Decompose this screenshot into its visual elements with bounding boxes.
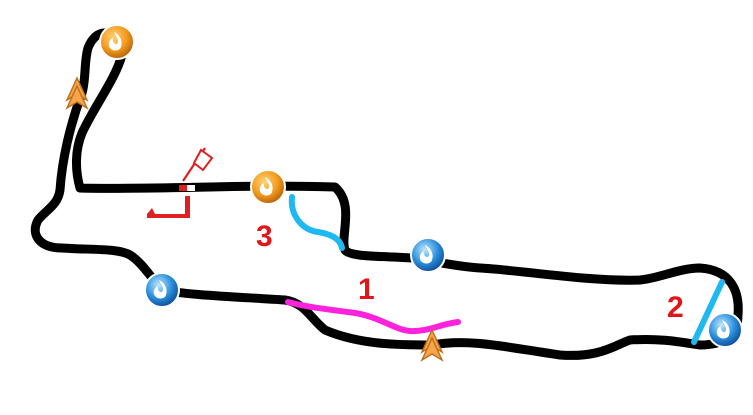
boost-orb-orange-icon xyxy=(250,169,286,205)
sector-label-2: 2 xyxy=(667,291,684,324)
direction-arrow-icon xyxy=(65,76,89,110)
boost-orb-blue-icon xyxy=(707,312,743,348)
sector-label-3: 3 xyxy=(256,220,273,253)
sector-label-1: 1 xyxy=(358,273,375,306)
boost-orb-orange-icon xyxy=(99,24,135,60)
boost-orb-blue-icon xyxy=(144,272,180,308)
shortcut-cyan-sector-3 xyxy=(288,194,345,251)
boost-orb-blue-icon xyxy=(410,237,446,273)
start-flag-icon xyxy=(147,147,214,218)
direction-arrow-icon xyxy=(420,328,444,362)
shortcut-magenta-sector-1 xyxy=(285,299,461,335)
track-path xyxy=(30,28,743,360)
shortcut-cyan-sector-2 xyxy=(691,279,725,345)
